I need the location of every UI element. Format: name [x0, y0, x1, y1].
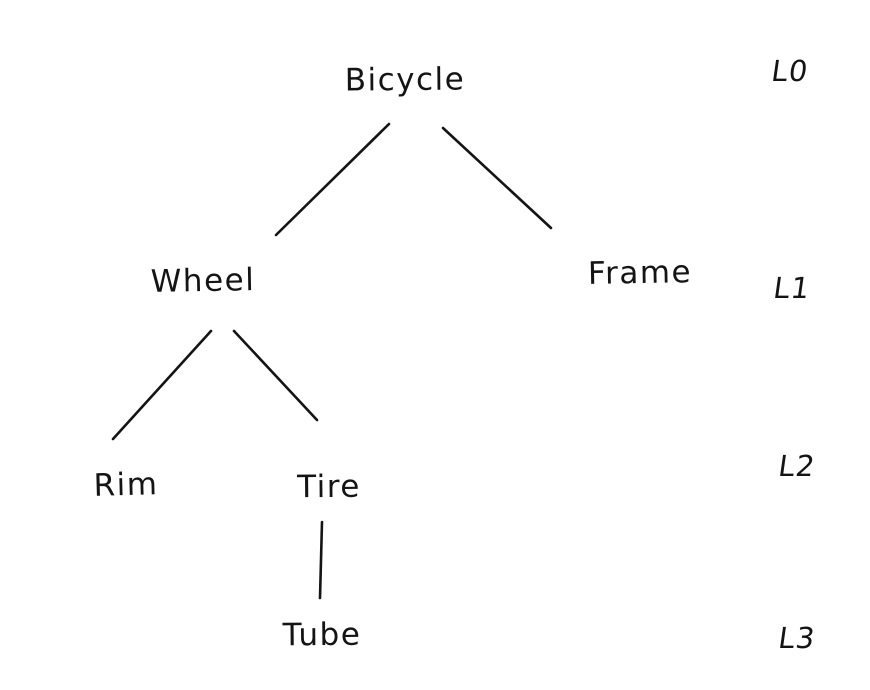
- node-tube: Tube: [282, 616, 362, 654]
- edge-tire-tube: [318, 520, 324, 600]
- level-label-l0: L0: [769, 54, 811, 88]
- edge-bicycle-frame: [441, 126, 553, 230]
- edge-bicycle-wheel: [274, 122, 391, 237]
- node-bicycle: Bicycle: [344, 61, 466, 99]
- edge-wheel-tire: [232, 329, 319, 422]
- node-wheel: Wheel: [150, 262, 256, 300]
- level-label-l2: L2: [776, 449, 818, 483]
- node-frame: Frame: [587, 254, 693, 292]
- node-rim: Rim: [93, 466, 159, 504]
- edge-wheel-rim: [111, 329, 213, 441]
- level-label-l1: L1: [771, 271, 813, 305]
- level-label-l3: L3: [776, 621, 818, 655]
- node-tire: Tire: [296, 468, 362, 506]
